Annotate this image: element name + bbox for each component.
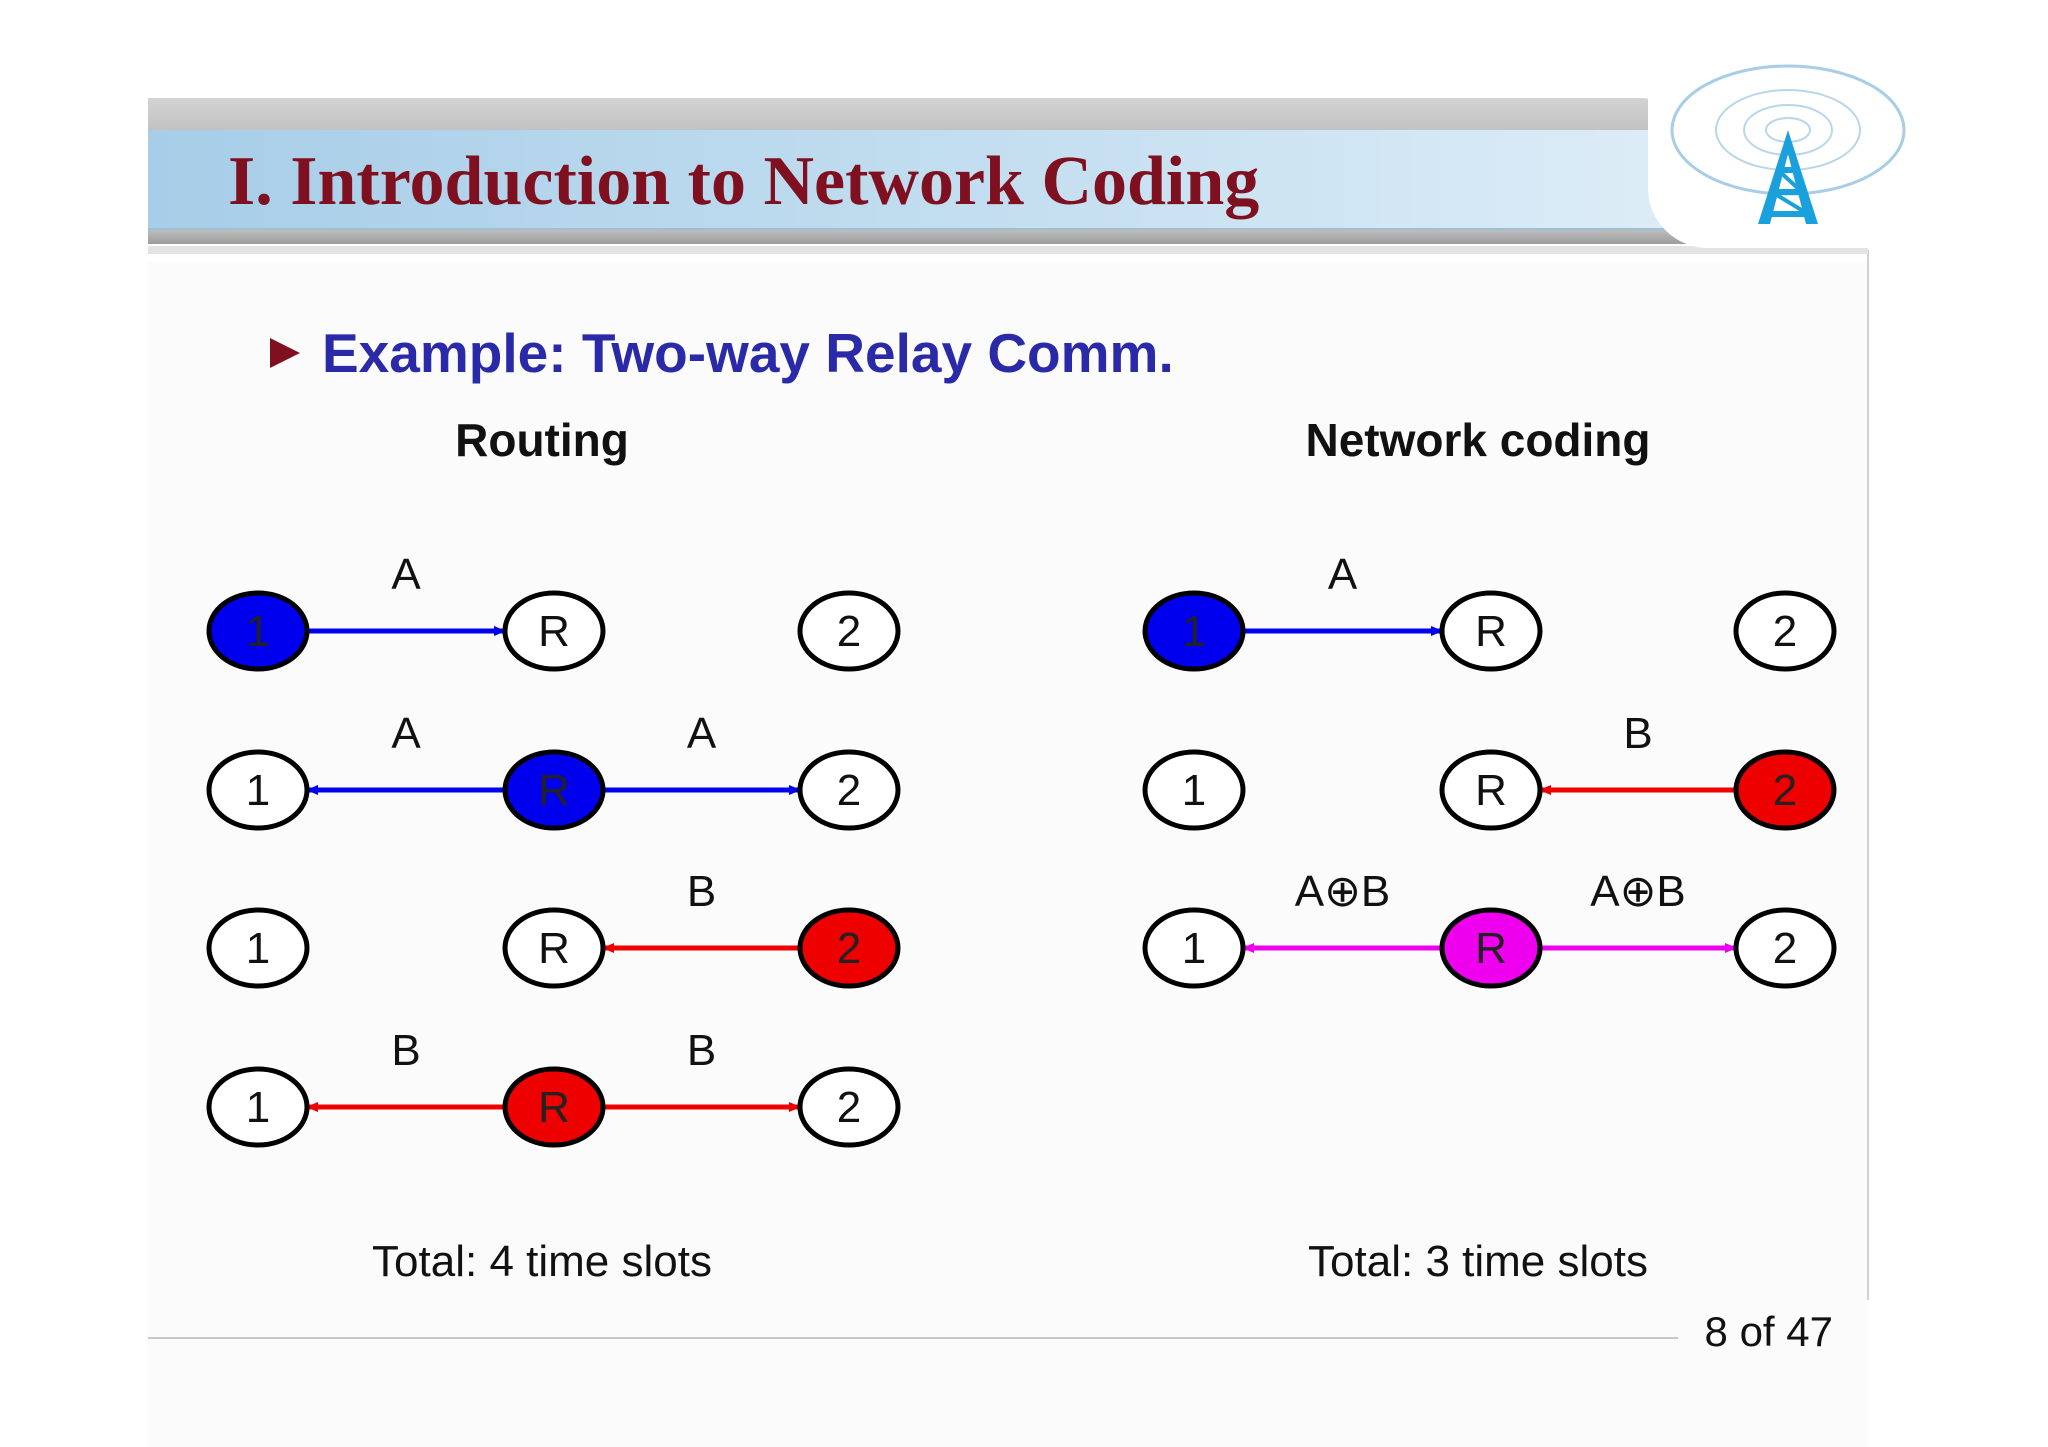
logo <box>1648 58 1918 248</box>
slide-title: I. Introduction to Network Coding <box>228 143 1260 220</box>
node-R <box>502 590 606 672</box>
footer-divider <box>148 1337 1678 1339</box>
node-label-1: 1 <box>246 766 270 815</box>
node-label-1: 1 <box>246 924 270 973</box>
node-R <box>502 749 606 831</box>
header-top-band <box>148 98 1668 130</box>
network_coding-slot-3: A⊕B A⊕B 1 R 2 <box>1142 867 1837 989</box>
node-R <box>1439 749 1543 831</box>
node-label-R: R <box>538 1083 570 1132</box>
routing-slot-3: B 1 R 2 <box>206 867 901 989</box>
network_coding-slot-2: B 1 R 2 <box>1142 709 1837 831</box>
slide-background <box>148 262 1868 1447</box>
node-R <box>1439 907 1543 989</box>
node-label-R: R <box>1475 607 1507 656</box>
arrow-label-A: A <box>391 709 421 758</box>
node-label-2: 2 <box>837 1083 861 1132</box>
node-label-R: R <box>538 607 570 656</box>
node-1 <box>206 749 310 831</box>
arrow-label-A: A <box>391 550 421 599</box>
node-label-1: 1 <box>1182 924 1206 973</box>
triangle-bullet-icon <box>270 338 300 368</box>
node-label-2: 2 <box>837 766 861 815</box>
routing-slot-2: A A 1 R 2 <box>206 709 901 831</box>
network_coding-heading: Network coding <box>1305 414 1650 466</box>
routing-heading: Routing <box>455 414 629 466</box>
node-1 <box>1142 749 1246 831</box>
node-2 <box>1733 749 1837 831</box>
routing-slot-1: A 1 R 2 <box>206 550 901 672</box>
node-label-R: R <box>538 924 570 973</box>
routing-slot-4: B B 1 R 2 <box>206 1026 901 1148</box>
arrow-label-AxorB: A⊕B <box>1590 867 1686 916</box>
node-2 <box>797 749 901 831</box>
routing-total: Total: 4 time slots <box>372 1237 712 1286</box>
node-label-2: 2 <box>1773 607 1797 656</box>
header-stripe <box>148 230 1868 244</box>
node-label-1: 1 <box>1182 607 1206 656</box>
arrow-label-A: A <box>1328 550 1358 599</box>
network_coding-slot-1: A 1 R 2 <box>1142 550 1837 672</box>
network_coding-total: Total: 3 time slots <box>1308 1237 1648 1286</box>
node-2 <box>1733 590 1837 672</box>
page-number: 8 of 47 <box>1704 1308 1833 1355</box>
bullet-item: Example: Two-way Relay Comm. <box>270 318 1174 388</box>
node-R <box>502 1066 606 1148</box>
node-1 <box>206 907 310 989</box>
slide-edge-line <box>1867 250 1869 1300</box>
node-1 <box>1142 907 1246 989</box>
bullet-text: Example: Two-way Relay Comm. <box>322 322 1174 384</box>
node-1 <box>1142 590 1246 672</box>
node-label-2: 2 <box>837 607 861 656</box>
node-label-2: 2 <box>1773 766 1797 815</box>
node-1 <box>206 590 310 672</box>
node-label-1: 1 <box>246 1083 270 1132</box>
antenna-tower-icon <box>1670 64 1906 224</box>
arrow-label-B: B <box>687 867 716 916</box>
header-band <box>148 130 1668 230</box>
node-label-2: 2 <box>837 924 861 973</box>
node-1 <box>206 1066 310 1148</box>
node-2 <box>1733 907 1837 989</box>
arrow-label-AxorB: A⊕B <box>1295 867 1391 916</box>
node-R <box>502 907 606 989</box>
node-2 <box>797 590 901 672</box>
node-label-1: 1 <box>246 607 270 656</box>
node-R <box>1439 590 1543 672</box>
node-2 <box>797 1066 901 1148</box>
node-label-R: R <box>538 766 570 815</box>
node-label-R: R <box>1475 924 1507 973</box>
node-label-R: R <box>1475 766 1507 815</box>
arrow-label-B: B <box>687 1026 716 1075</box>
arrow-label-B: B <box>391 1026 420 1075</box>
node-label-2: 2 <box>1773 924 1797 973</box>
node-2 <box>797 907 901 989</box>
header-stripe-light <box>148 246 1868 254</box>
arrow-label-B: B <box>1623 709 1652 758</box>
node-label-1: 1 <box>1182 766 1206 815</box>
arrow-label-A: A <box>687 709 717 758</box>
